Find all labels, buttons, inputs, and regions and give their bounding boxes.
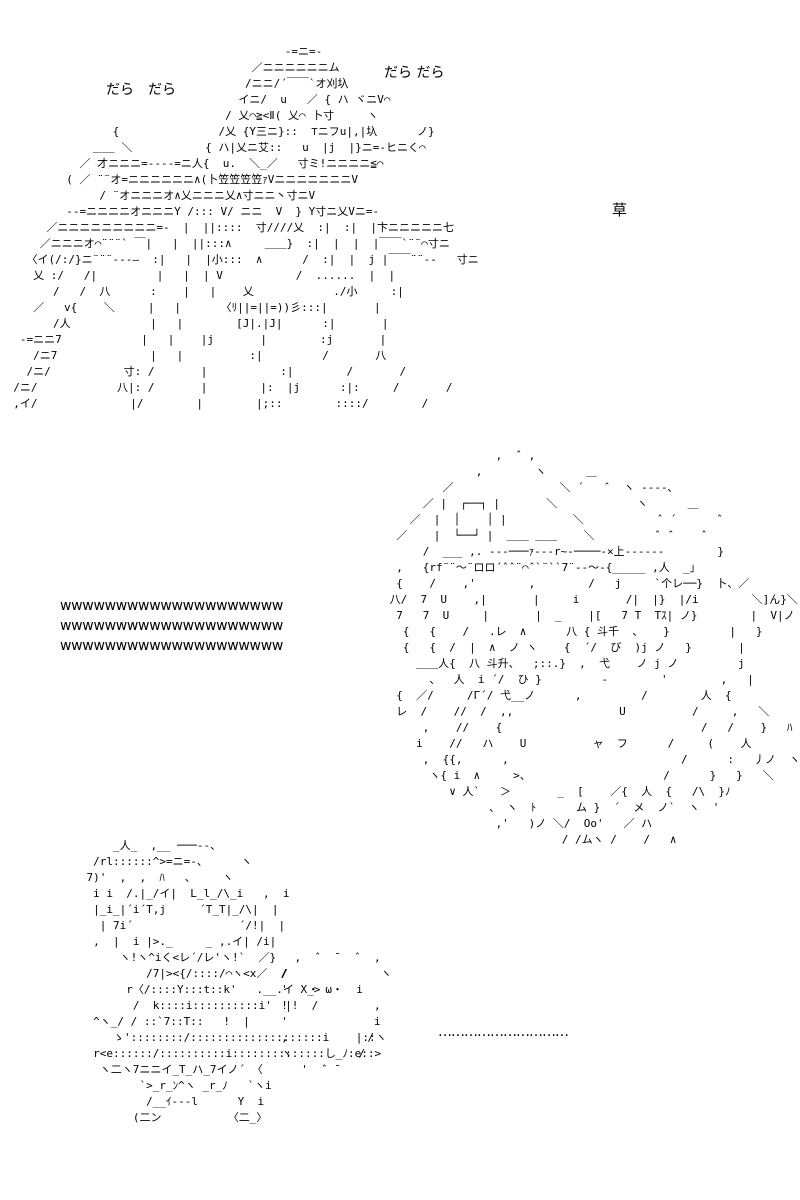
laughter-line-2: wwwwwwwwwwwwwwwwwwww [60, 618, 284, 634]
sound-effect-right-text: だら だら [384, 65, 445, 81]
ascii-art-right-figure: , ˆ , , ヽ ＿ ／ ＼ ´ ˆ ヽ --‐‐､ ／ | ┌──┐ | ＼… [389, 449, 800, 846]
ascii-art-top-figure: -=ニ=- ／ニニニニニニム /ニニ/´￣￣`オ刈圦 イニ/ u ／ { ハ ヾ… [13, 45, 479, 410]
ascii-art-bottom-left-figure: _人_ ,__ ───--、 /rl::::::^>=ニ=-、 ヽ 7)' , … [86, 839, 387, 1124]
ascii-art-small-creature: , ˆ ¯ ˆ , / ヽ ' ・ ω・ i ! , ' i , / ヽ / '… [281, 951, 392, 1076]
sound-effect-left-text: だら だら [106, 82, 176, 98]
laughter-line-3: wwwwwwwwwwwwwwwwwwww [60, 638, 284, 654]
laughter-line-1: wwwwwwwwwwwwwwwwwwww [60, 598, 284, 614]
ellipsis-text: ………………………… [438, 1024, 569, 1040]
laughter-block: wwwwwwwwwwwwwwwwwwww wwwwwwwwwwwwwwwwwww… [60, 596, 283, 656]
kusa-text: 草 [612, 201, 628, 219]
